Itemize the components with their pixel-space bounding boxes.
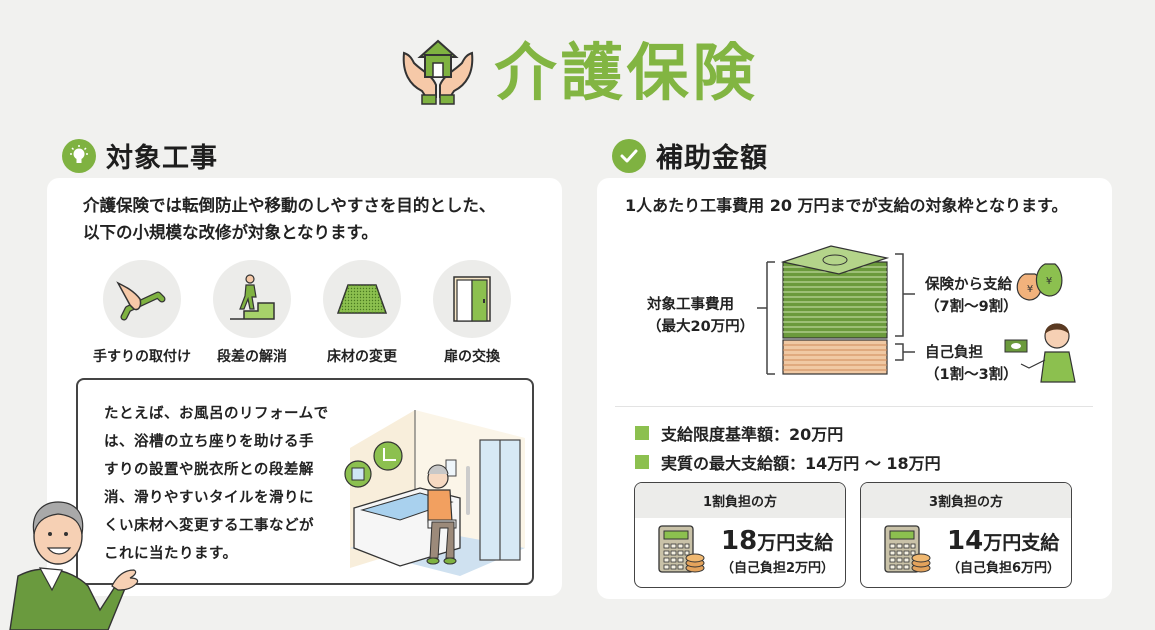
section-title: 対象工事 (106, 143, 218, 174)
flooring-icon (323, 260, 401, 338)
bathroom-illustration (340, 398, 530, 582)
plan-cards: 1割負担の方 (634, 482, 1072, 588)
example-line: くい床材へ変更する工事などが (104, 518, 314, 534)
plan-card-30pct: 3割負担の方 (860, 482, 1072, 588)
stairs-icon (213, 260, 291, 338)
page-title: 介護保険 (494, 36, 759, 109)
bullet-item: 実質の最大支給額：14万円 〜 18万円 (635, 447, 941, 476)
check-circle-icon (612, 138, 646, 173)
calculator-coins-icon (883, 524, 931, 580)
limit-bullets: 支給限度基準額：20万円 実質の最大支給額：14万円 〜 18万円 (635, 418, 941, 476)
plan-amount: 14万円支給 (947, 525, 1060, 556)
plan-card-10pct: 1割負担の方 (634, 482, 846, 588)
lightbulb-icon (62, 138, 96, 173)
subsidy-amount-card: 1人あたり工事費用 20 万円までが支給の対象枠となります。 対象工事費用 （最… (597, 178, 1112, 599)
lead-text: 1人あたり工事費用 20 万円までが支給の対象枠となります。 (625, 196, 1068, 215)
label-line: （1割〜3割） (925, 367, 1018, 383)
label-line: （7割〜9割） (925, 299, 1018, 315)
square-bullet-icon (635, 454, 649, 469)
intro-line: 介護保険では転倒防止や移動のしやすさを目的とした、 (83, 196, 496, 215)
label-line: 保険から支給 (925, 277, 1012, 293)
svg-text:¥: ¥ (1027, 284, 1033, 295)
plan-amount: 18万円支給 (721, 525, 834, 556)
amount-unit: 万円支給 (757, 531, 834, 554)
amount-number: 14 (947, 525, 984, 556)
work-item-handrail: 手すりの取付け (87, 260, 197, 366)
work-label: 手すりの取付け (93, 349, 191, 365)
plan-amount-block: 14万円支給 （自己負担6万円） (947, 525, 1061, 576)
target-work-card: 介護保険では転倒防止や移動のしやすさを目的とした、 以下の小規模な改修が対象とな… (47, 178, 562, 596)
label-line: 自己負担 (925, 345, 983, 361)
work-label: 床材の変更 (327, 349, 397, 365)
example-line: たとえば、お風呂のリフォームで (104, 406, 329, 422)
section-heading-subsidy-amount: 補助金額 (612, 136, 768, 175)
total-cost-label: 対象工事費用 （最大20万円） (647, 294, 754, 338)
divider (615, 406, 1093, 407)
example-line: すりの設置や脱衣所との段差解 (104, 462, 314, 478)
handrail-icon (103, 260, 181, 338)
bullet-item: 支給限度基準額：20万円 (635, 418, 941, 447)
intro-line: 以下の小規模な改修が対象となります。 (83, 223, 378, 242)
section-title: 補助金額 (656, 143, 768, 174)
work-item-door: 扉の交換 (417, 260, 527, 366)
cost-split-diagram: 対象工事費用 （最大20万円） (617, 244, 1097, 394)
insurance-pays-label: 保険から支給 （7割〜9割） (925, 274, 1018, 318)
label-line: 対象工事費用 (647, 297, 734, 313)
intro-text: 介護保険では転倒防止や移動のしやすさを目的とした、 以下の小規模な改修が対象とな… (83, 192, 495, 246)
section-heading-target-work: 対象工事 (62, 136, 218, 175)
example-line: は、浴槽の立ち座りを助ける手 (104, 434, 314, 450)
bullet-text: 実質の最大支給額：14万円 〜 18万円 (661, 453, 941, 473)
work-types-list: 手すりの取付け 段差の解消 床材の変更 (87, 260, 527, 366)
bath-example-box: たとえば、お風呂のリフォームで は、浴槽の立ち座りを助ける手 すりの設置や脱衣所… (76, 378, 534, 585)
example-line: これに当たります。 (104, 546, 238, 562)
plan-amount-block: 18万円支給 （自己負担2万円） (721, 525, 835, 576)
square-bullet-icon (635, 425, 649, 440)
amount-number: 18 (721, 525, 758, 556)
work-label: 段差の解消 (217, 349, 287, 365)
label-line: （最大20万円） (647, 319, 755, 335)
amount-unit: 万円支給 (983, 531, 1060, 554)
self-pay-label: 自己負担 （1割〜3割） (925, 342, 1018, 386)
work-item-step: 段差の解消 (197, 260, 307, 366)
plan-header: 3割負担の方 (861, 483, 1071, 518)
work-item-flooring: 床材の変更 (307, 260, 417, 366)
bullet-text: 支給限度基準額：20万円 (661, 424, 844, 444)
plan-self-pay: （自己負担2万円） (721, 560, 835, 576)
example-line: 消、滑りやすいタイルを滑りに (104, 490, 314, 506)
calculator-coins-icon (657, 524, 705, 580)
elderly-man-illustration (0, 490, 145, 630)
money-stack-icon: ¥ ¥ (757, 245, 1076, 383)
door-icon (433, 260, 511, 338)
work-label: 扉の交換 (444, 349, 500, 365)
plan-body: 18万円支給 （自己負担2万円） (635, 518, 845, 586)
example-text: たとえば、お風呂のリフォームで は、浴槽の立ち座りを助ける手 すりの設置や脱衣所… (104, 400, 354, 568)
page-header: 介護保険 (0, 22, 1155, 112)
hands-house-icon (396, 23, 480, 111)
plan-self-pay: （自己負担6万円） (947, 560, 1061, 576)
money-bags-icon: ¥ ¥ (1016, 263, 1063, 301)
plan-body: 14万円支給 （自己負担6万円） (861, 518, 1071, 586)
svg-text:¥: ¥ (1046, 276, 1052, 287)
plan-header: 1割負担の方 (635, 483, 845, 518)
